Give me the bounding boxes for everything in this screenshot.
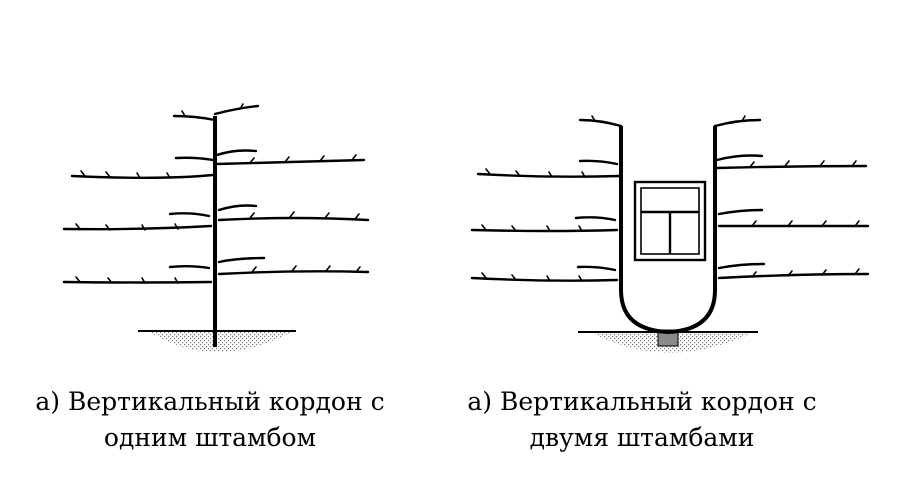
caption-right-line2: двумя штамбами xyxy=(529,423,755,452)
trunk-right-u xyxy=(619,126,717,335)
single-trunk-cordon-icon xyxy=(62,103,370,352)
branches-right xyxy=(470,118,870,282)
branches-left xyxy=(62,104,370,284)
caption-left-line1: а) Вертикальный кордон с xyxy=(35,387,385,416)
caption-right: а) Вертикальный кордон с двумя штамбами xyxy=(452,384,832,456)
buds-right xyxy=(481,115,860,282)
double-trunk-cordon-icon xyxy=(470,115,870,353)
caption-right-line1: а) Вертикальный кордон с xyxy=(467,387,817,416)
buds-left xyxy=(75,103,361,284)
window-icon xyxy=(633,180,707,262)
caption-left: а) Вертикальный кордон с одним штамбом xyxy=(20,384,400,456)
caption-left-line2: одним штамбом xyxy=(103,423,317,452)
